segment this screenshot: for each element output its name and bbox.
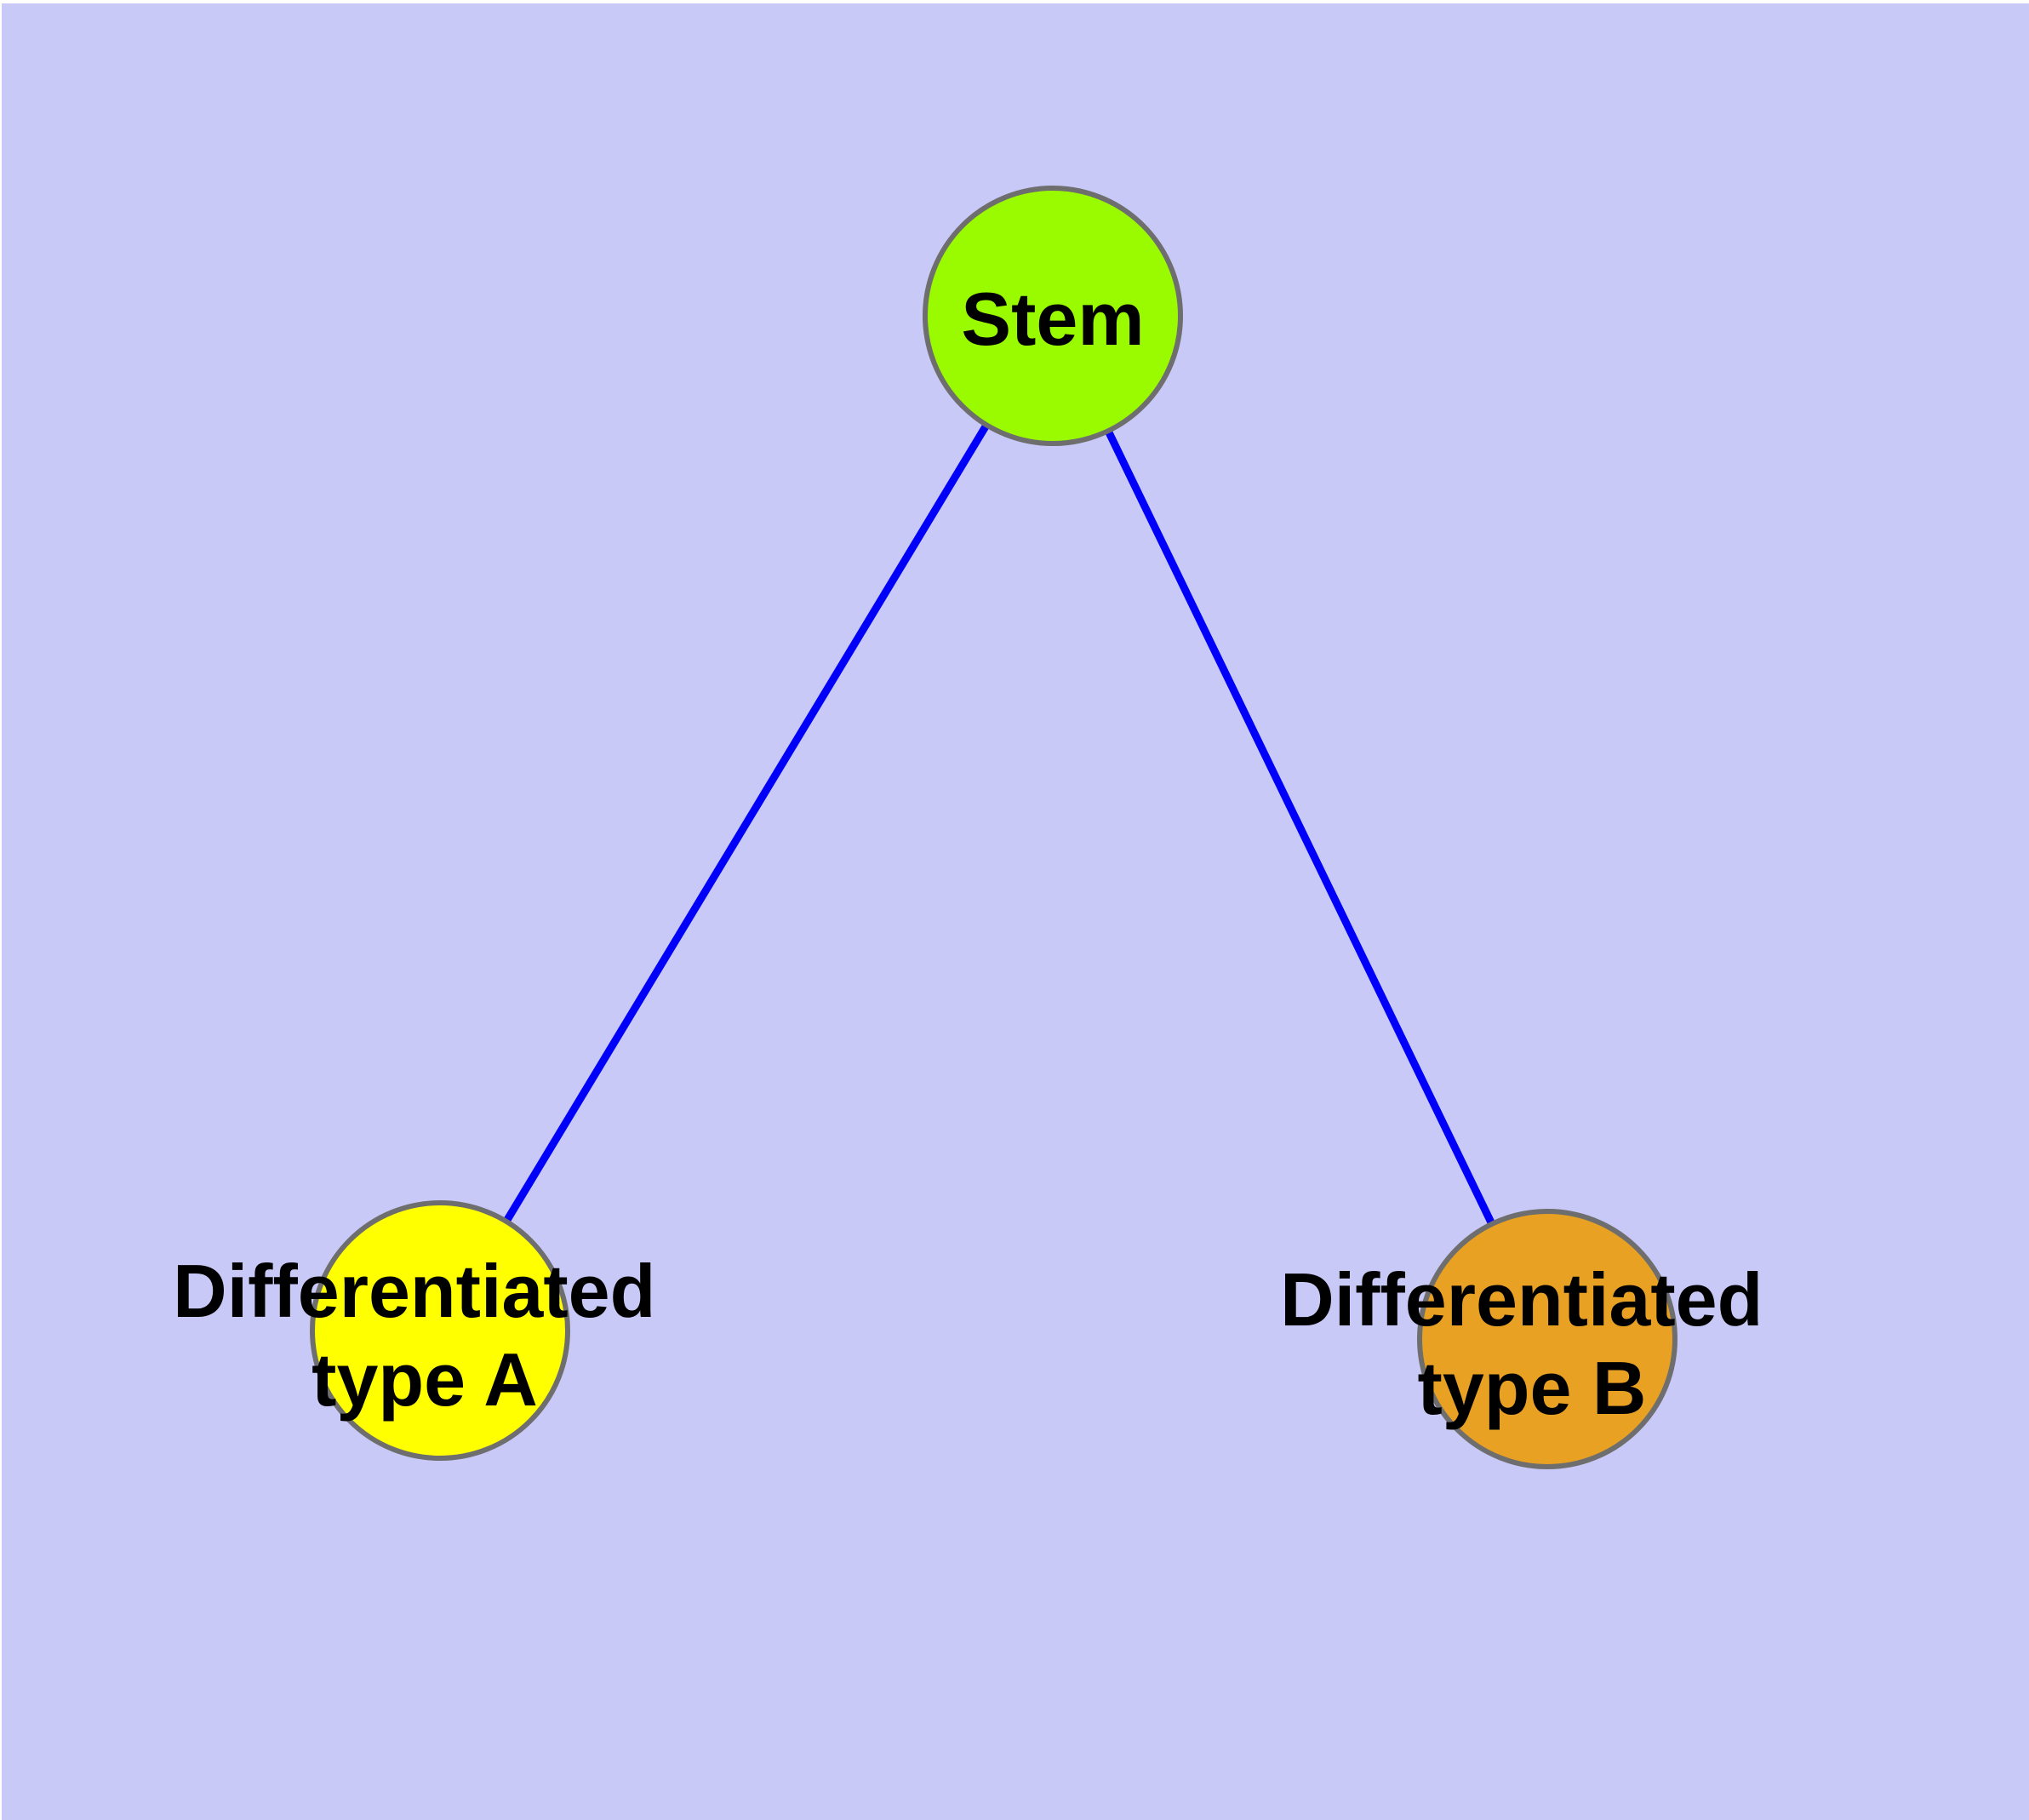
edge-stem-to-type-a bbox=[503, 422, 990, 1224]
node-stem-label: Stem bbox=[961, 277, 1144, 361]
edges bbox=[503, 422, 1495, 1227]
node-stem-circle bbox=[923, 186, 1183, 446]
node-type-b-circle bbox=[1417, 1209, 1677, 1469]
node-type-a-label-line-2: type A bbox=[311, 1337, 538, 1422]
node-type-a-label: Differentiated type A bbox=[173, 1249, 677, 1422]
node-type-a-circle bbox=[310, 1200, 570, 1461]
node-type-a-label-line-1: Differentiated bbox=[173, 1249, 655, 1333]
nodes bbox=[310, 186, 1677, 1469]
edge-stem-to-type-b bbox=[1105, 428, 1495, 1227]
node-type-b-label-line-1: Differentiated bbox=[1280, 1257, 1763, 1342]
node-stem-label-line-1: Stem bbox=[961, 277, 1144, 361]
node-type-b-label: Differentiated type B bbox=[1280, 1257, 1784, 1430]
node-labels: Stem Differentiated type A Differentiate… bbox=[173, 277, 1784, 1430]
node-type-b-label-line-2: type B bbox=[1418, 1346, 1647, 1430]
